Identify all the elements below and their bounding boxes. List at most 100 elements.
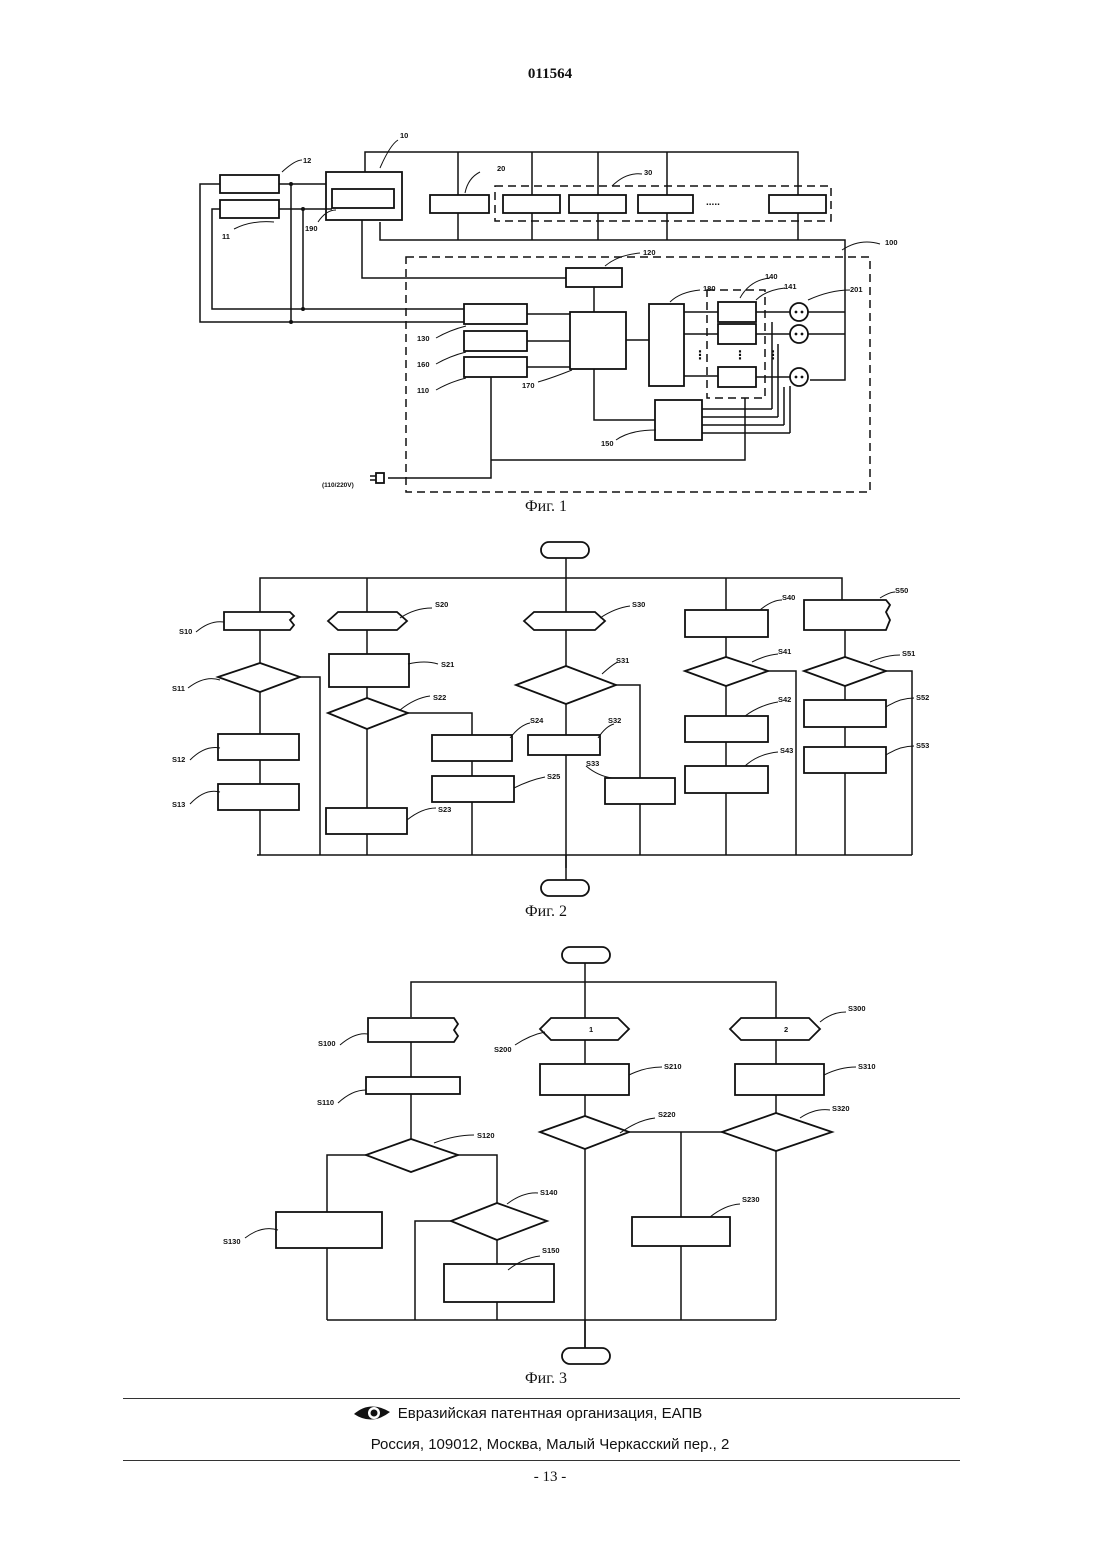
- label-S110: S110: [317, 1098, 334, 1107]
- label-voltage: (110/220V): [322, 482, 354, 489]
- S12-box: [218, 734, 299, 760]
- label-S25: S25: [547, 772, 560, 781]
- label-S120: S120: [477, 1131, 495, 1140]
- figure-2-caption: Фиг. 2: [525, 903, 567, 920]
- label-150: 150: [601, 439, 614, 448]
- label-S150: S150: [542, 1246, 560, 1255]
- label-S42: S42: [778, 695, 791, 704]
- footer-top-rule: [123, 1398, 960, 1399]
- label-30: 30: [644, 168, 652, 177]
- S25-box: [432, 776, 514, 802]
- block-141: [718, 302, 756, 322]
- label-20: 20: [497, 164, 505, 173]
- block-180: [649, 304, 684, 386]
- label-S53: S53: [916, 741, 929, 750]
- hex-1-label: 1: [589, 1025, 593, 1034]
- label-S30: S30: [632, 600, 645, 609]
- label-S21: S21: [441, 660, 454, 669]
- label-100: 100: [885, 238, 898, 247]
- block-190: [332, 189, 394, 208]
- block-120: [566, 268, 622, 287]
- svg-text:⋮: ⋮: [694, 348, 706, 362]
- S100-box: [368, 1018, 458, 1042]
- label-S24: S24: [530, 716, 544, 725]
- label-12: 12: [303, 156, 311, 165]
- label-141: 141: [784, 282, 797, 291]
- S51-decision: [804, 657, 886, 686]
- label-170: 170: [522, 381, 535, 390]
- S21-box: [329, 654, 409, 687]
- label-201: 201: [850, 285, 863, 294]
- label-S52: S52: [916, 693, 929, 702]
- S300-hex: [730, 1018, 820, 1040]
- block-170: [570, 312, 626, 369]
- label-S11: S11: [172, 684, 185, 693]
- S150-box: [444, 1264, 554, 1302]
- S11-decision: [218, 663, 300, 692]
- label-S13: S13: [172, 800, 185, 809]
- S40-box: [685, 610, 768, 637]
- label-120: 120: [643, 248, 656, 257]
- block-20: [430, 195, 489, 213]
- figure-1-caption: Фиг. 1: [525, 498, 567, 515]
- S230-box: [632, 1217, 730, 1246]
- S42-box: [685, 716, 768, 742]
- end-terminal: [541, 880, 589, 896]
- label-S50: S50: [895, 586, 908, 595]
- label-S230: S230: [742, 1195, 760, 1204]
- label-140: 140: [765, 272, 778, 281]
- label-S300: S300: [848, 1004, 866, 1013]
- label-S20: S20: [435, 600, 448, 609]
- figure-3-caption: Фиг. 3: [525, 1370, 567, 1387]
- S13-box: [218, 784, 299, 810]
- page-number: - 13 -: [0, 1469, 1100, 1486]
- label-11: 11: [222, 232, 230, 241]
- organization-address: Россия, 109012, Москва, Малый Черкасский…: [0, 1436, 1100, 1453]
- label-S130: S130: [223, 1237, 241, 1246]
- label-S40: S40: [782, 593, 795, 602]
- label-180: 180: [703, 284, 716, 293]
- figure-2: S10 S11 S12 S13 S20 S21 S22 S23 S24 S25 …: [0, 530, 1100, 920]
- S130-box: [276, 1212, 382, 1248]
- label-S100: S100: [318, 1039, 336, 1048]
- block-150: [655, 400, 702, 440]
- label-S31: S31: [616, 656, 629, 665]
- S30-hex: [524, 612, 605, 630]
- label-S23: S23: [438, 805, 451, 814]
- label-S51: S51: [902, 649, 915, 658]
- S32-box: [528, 735, 600, 755]
- start-terminal: [562, 947, 610, 963]
- S52-box: [804, 700, 886, 727]
- S41-decision: [685, 657, 768, 686]
- S23-box: [326, 808, 407, 834]
- label-S140: S140: [540, 1188, 558, 1197]
- S220-decision: [540, 1116, 629, 1149]
- S22-decision: [328, 698, 408, 729]
- S33-box: [605, 778, 675, 804]
- label-S210: S210: [664, 1062, 682, 1071]
- block-12: [220, 175, 279, 193]
- label-S33: S33: [586, 759, 599, 768]
- S120-decision: [366, 1139, 458, 1172]
- S10-box: [224, 612, 294, 630]
- label-160: 160: [417, 360, 430, 369]
- label-S220: S220: [658, 1110, 676, 1119]
- block-160: [464, 331, 527, 351]
- S210-box: [540, 1064, 629, 1095]
- label-S10: S10: [179, 627, 192, 636]
- label-S41: S41: [778, 647, 791, 656]
- label-S310: S310: [858, 1062, 876, 1071]
- block-11: [220, 200, 279, 218]
- hex-2-label: 2: [784, 1025, 788, 1034]
- footer-bottom-rule: [123, 1460, 960, 1461]
- S24-box: [432, 735, 512, 761]
- S53-box: [804, 747, 886, 773]
- organization-name: Евразийская патентная организация, ЕАПВ: [0, 1405, 1100, 1422]
- svg-text:⋮: ⋮: [734, 348, 746, 362]
- label-130: 130: [417, 334, 430, 343]
- S50-box: [804, 600, 890, 630]
- svg-text:⋮: ⋮: [767, 348, 779, 362]
- svg-text:.....: .....: [706, 197, 720, 208]
- label-S320: S320: [832, 1104, 850, 1113]
